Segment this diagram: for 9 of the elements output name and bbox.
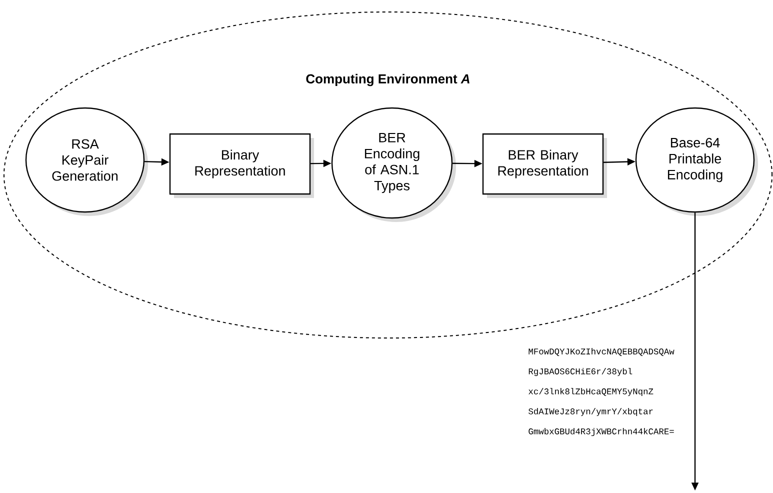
code-line: SdAIWeJz8ryn/ymrY/xbqtar	[528, 408, 653, 416]
heading: Computing Environment A	[306, 74, 470, 86]
code-line: RgJBAOS6CHiE6r/38ybl	[528, 368, 632, 376]
process-box: BER Binary Representation	[482, 133, 607, 198]
code-line: xc/3lnk8lZbHcaQEMY5yNqnZ	[528, 388, 654, 396]
code-line: GmwbxGBUd4R3jXWBCrhn44kCARE=	[528, 428, 674, 436]
process-box: Binary Representation	[169, 133, 314, 198]
environment-ellipse	[4, 12, 772, 338]
code-line: MFowDQYJKoZIhvcNAQEBBQADSQAw	[528, 348, 674, 356]
